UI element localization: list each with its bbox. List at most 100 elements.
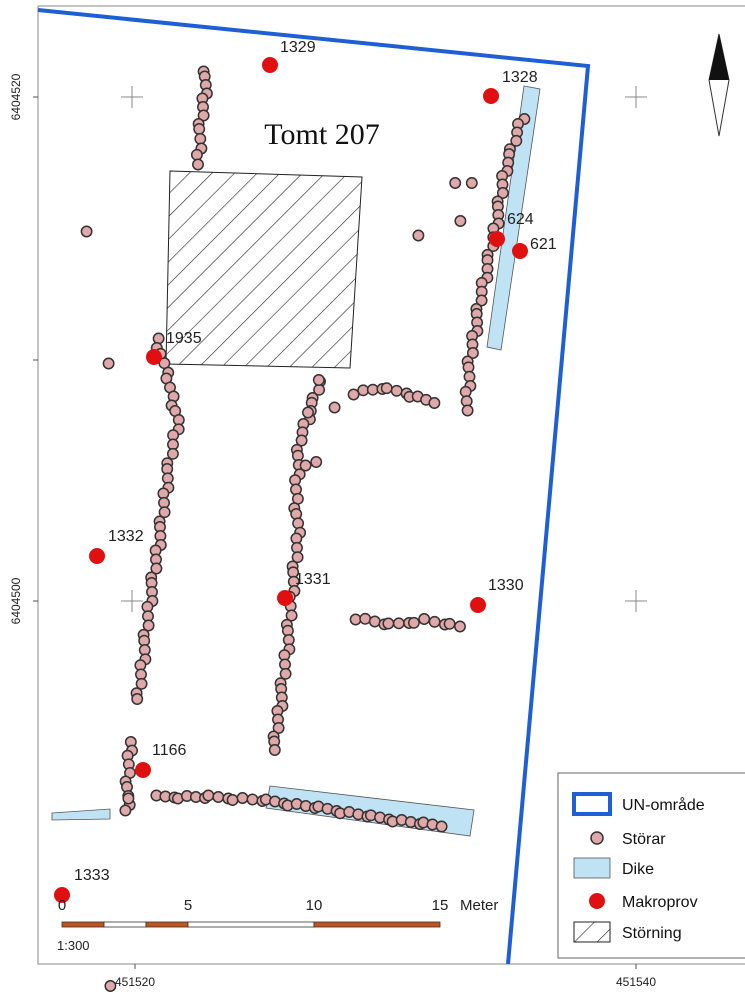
ditch-east xyxy=(486,85,541,351)
post-marker xyxy=(295,434,308,447)
post-marker xyxy=(150,562,163,575)
sample-marker xyxy=(262,57,278,73)
post-marker xyxy=(449,177,462,189)
post-marker xyxy=(428,397,441,409)
grid-crosses xyxy=(121,86,647,612)
scale-ratio: 1:300 xyxy=(57,938,90,953)
scale-tick-10: 10 xyxy=(306,897,323,914)
post-marker xyxy=(192,158,204,171)
map-title: Tomt 207 xyxy=(264,118,379,151)
post-marker xyxy=(454,620,466,633)
sample-marker xyxy=(89,548,105,564)
legend-label-ditch: Dike xyxy=(622,861,654,878)
post-marker xyxy=(310,456,323,468)
post-marker xyxy=(407,616,420,629)
post-marker xyxy=(246,793,259,806)
legend-swatch-disturbance xyxy=(573,921,611,943)
sample-label: 621 xyxy=(530,236,557,253)
post-marker xyxy=(122,792,135,805)
sample-label: 624 xyxy=(507,211,534,228)
post-marker xyxy=(418,613,431,625)
post-marker xyxy=(142,619,155,632)
post-marker xyxy=(285,609,298,622)
post-marker xyxy=(272,722,285,734)
post-marker xyxy=(193,123,206,135)
post-marker xyxy=(390,384,403,397)
post-marker xyxy=(443,617,456,630)
post-marker xyxy=(382,617,395,630)
legend-label-disturbance: Störning xyxy=(622,925,682,942)
sample-marker xyxy=(512,243,528,259)
sample-label: 1332 xyxy=(108,528,144,545)
post-marker xyxy=(279,667,292,680)
post-marker xyxy=(299,459,312,472)
post-marker xyxy=(349,613,362,626)
frame-ticks xyxy=(33,96,637,969)
post-marker xyxy=(268,744,281,756)
post-marker xyxy=(131,693,144,705)
post-marker xyxy=(135,677,148,690)
scale-bar: 0 5 10 15 Meter 1:300 xyxy=(57,897,498,953)
post-marker xyxy=(380,382,393,395)
legend-swatch-sample xyxy=(589,893,605,909)
post-marker xyxy=(428,615,441,628)
post-marker xyxy=(152,332,165,345)
post-marker xyxy=(359,612,372,625)
post-marker xyxy=(202,789,215,802)
legend-label-sample: Makroprov xyxy=(622,894,698,911)
sample-marker xyxy=(489,231,505,247)
legend: UN-område Störar Dike Makroprov Störning xyxy=(557,772,745,959)
svg-text:N: N xyxy=(715,82,722,93)
post-marker xyxy=(366,383,379,396)
post-marker xyxy=(465,177,478,189)
sample-label: 1329 xyxy=(280,39,316,56)
post-marker xyxy=(190,148,203,161)
north-arrow-icon: N xyxy=(708,33,730,137)
scale-unit: Meter xyxy=(460,897,498,914)
un-area-boundary xyxy=(37,8,591,965)
post-marker xyxy=(435,820,448,833)
post-marker xyxy=(291,551,304,564)
legend-swatch-ditch xyxy=(573,857,611,879)
post-marker xyxy=(102,357,115,370)
post-marker xyxy=(357,384,370,397)
samples-group: 1329 1328 624 621 1935 1332 1331 1330 11… xyxy=(54,39,557,903)
sample-label: 1333 xyxy=(74,867,110,884)
post-marker xyxy=(212,791,225,803)
sample-marker xyxy=(54,887,70,903)
post-marker xyxy=(80,225,93,238)
sample-marker xyxy=(277,590,293,606)
scale-tick-15: 15 xyxy=(432,897,449,914)
post-marker xyxy=(510,134,523,147)
legend-swatch-un-area xyxy=(572,792,612,816)
scale-tick-5: 5 xyxy=(184,897,192,914)
post-marker xyxy=(302,406,314,419)
sample-marker xyxy=(470,597,486,613)
post-marker xyxy=(312,374,325,386)
legend-swatch-posts xyxy=(590,831,604,845)
sample-label: 1328 xyxy=(502,69,538,86)
post-marker xyxy=(412,229,425,242)
post-marker xyxy=(292,517,305,530)
legend-label-un-area: UN-område xyxy=(622,796,705,814)
post-marker xyxy=(194,132,207,145)
post-marker xyxy=(226,794,239,806)
sample-label: 1935 xyxy=(166,330,202,347)
post-marker xyxy=(166,447,179,460)
post-marker xyxy=(328,401,341,414)
sample-marker xyxy=(483,88,499,104)
post-marker xyxy=(104,980,117,992)
y-tick-label-bottom: 6404500 xyxy=(9,577,23,624)
post-marker xyxy=(392,617,405,630)
post-marker xyxy=(236,792,249,804)
post-marker xyxy=(454,215,467,227)
sample-label: 1331 xyxy=(295,571,331,588)
post-marker xyxy=(347,388,360,401)
sample-marker xyxy=(146,349,162,365)
post-marker xyxy=(197,109,210,122)
post-marker xyxy=(496,187,509,199)
post-marker xyxy=(475,294,488,307)
legend-label-posts: Störar xyxy=(622,831,666,848)
x-tick-label-right: 451540 xyxy=(616,975,656,989)
